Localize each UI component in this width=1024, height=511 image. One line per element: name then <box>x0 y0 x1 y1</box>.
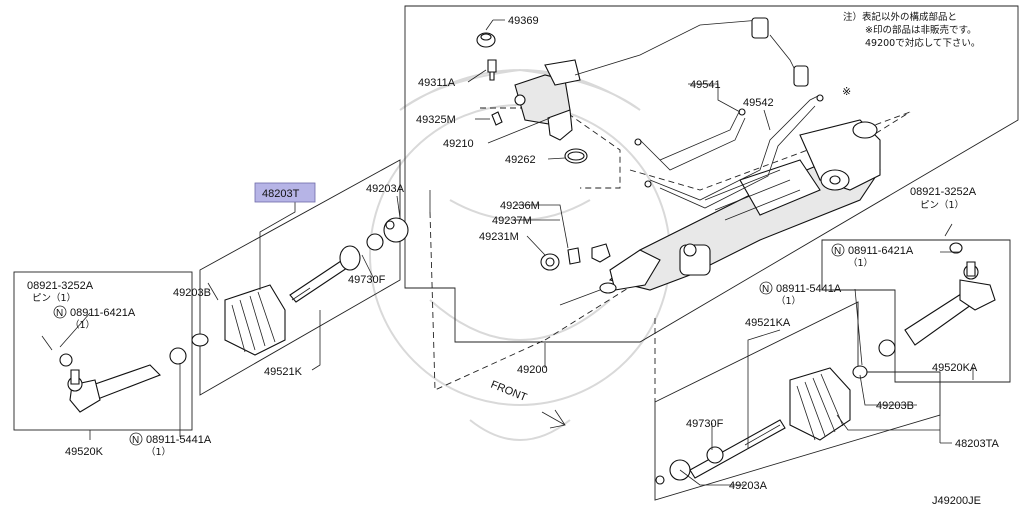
part-label-49203B-right: 49203B <box>876 400 914 412</box>
svg-text:N: N <box>56 308 63 319</box>
right-side-parts <box>655 223 996 485</box>
part-label-49203A-top: 49203A <box>366 183 405 195</box>
part-label-pin-qty-right: ピン（1） <box>920 199 964 211</box>
part-label-08921-3252A-left: 08921-3252A <box>27 280 94 292</box>
svg-text:N: N <box>834 246 841 257</box>
part-label-49210: 49210 <box>443 138 474 150</box>
tie-rod-end-frame-left <box>13 271 193 431</box>
circled-n-icon: N <box>831 243 845 257</box>
part-label-08921-3252A-right: 08921-3252A <box>910 186 977 198</box>
part-label-pin-qty-left: ピン（1） <box>32 292 76 304</box>
main-assembly-frame <box>404 5 1019 343</box>
part-label-08911-6421A-right: 08911-6421A <box>848 245 914 257</box>
diagram-code: J49200JE <box>932 495 981 507</box>
steering-gear-assembly <box>559 94 881 306</box>
part-label-49203A-bottom: 49203A <box>729 480 768 492</box>
part-label-49325M: 49325M <box>416 114 456 126</box>
part-label-49730F-right: 49730F <box>686 418 724 430</box>
tie-rod-end-frame-right <box>821 239 1011 383</box>
part-label-49521KA: 49521KA <box>745 317 791 329</box>
leader-lines <box>59 19 974 486</box>
part-label-48203T: 48203T <box>262 188 300 200</box>
part-label-49237M: 49237M <box>492 215 532 227</box>
part-label-49730F-left: 49730F <box>348 274 386 286</box>
valve-small-parts <box>476 32 588 164</box>
note-line-2: ※印の部品は非販売です。 <box>865 24 977 36</box>
part-label-49520KA: 49520KA <box>932 362 978 374</box>
non-sale-mark: ※ <box>842 86 851 98</box>
part-label-08911-5441A-left-qty: （1） <box>146 446 171 458</box>
svg-text:N: N <box>132 435 139 446</box>
note-line-1: 注）表記以外の構成部品と <box>843 11 957 23</box>
part-label-49311A: 49311A <box>418 77 456 89</box>
part-label-49236M: 49236M <box>500 200 540 212</box>
part-label-48203TA: 48203TA <box>955 438 999 450</box>
part-label-49200: 49200 <box>517 364 548 376</box>
watermark-emblem <box>369 68 671 441</box>
pinion-small-parts <box>540 243 611 271</box>
front-label: FRONT <box>489 379 529 404</box>
highlighted-part-48203T[interactable]: 48203T <box>254 182 316 203</box>
part-label-08911-5441A-right-qty: （1） <box>776 295 801 307</box>
inner-socket-frame-left <box>199 159 401 396</box>
part-label-49541: 49541 <box>690 79 721 91</box>
part-label-08911-5441A-left: 08911-5441A <box>146 434 212 446</box>
left-side-parts <box>41 217 409 413</box>
circled-n-icon: N <box>53 305 67 319</box>
part-label-49262: 49262 <box>505 154 536 166</box>
part-label-49231M: 49231M <box>479 231 519 243</box>
note-line-3: 49200で対応して下さい。 <box>865 37 980 49</box>
circled-n-icon: N <box>759 281 773 295</box>
part-label-08911-6421A-right-qty: （1） <box>848 257 873 269</box>
svg-text:N: N <box>762 284 769 295</box>
part-label-08911-5441A-right: 08911-5441A <box>776 283 842 295</box>
part-label-49369: 49369 <box>508 15 539 27</box>
control-valve <box>514 17 809 141</box>
part-label-49521K: 49521K <box>264 366 303 378</box>
part-label-08911-6421A-left-qty: （1） <box>70 319 95 331</box>
circled-n-icon: N <box>129 432 143 446</box>
part-label-08911-6421A-left: 08911-6421A <box>70 307 136 319</box>
part-label-49203B-left: 49203B <box>173 287 211 299</box>
part-label-49520K: 49520K <box>65 446 104 458</box>
part-label-49542: 49542 <box>743 97 774 109</box>
